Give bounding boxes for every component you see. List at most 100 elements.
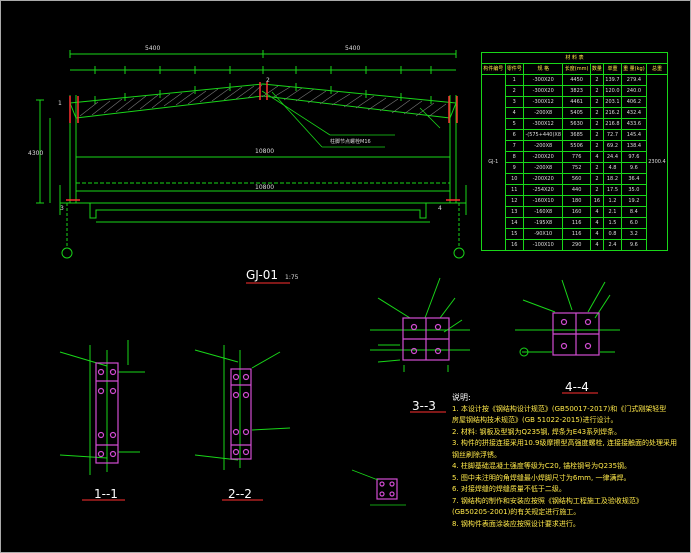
table-title: 材 料 表: [481, 52, 668, 64]
table-cell: 6.0: [620, 217, 647, 229]
table-cell: 2: [504, 85, 524, 97]
span-dim-top: 10800: [255, 148, 275, 155]
table-header-cell: 长度(mm): [562, 63, 591, 75]
section-label-3-3: 3--3: [412, 399, 436, 413]
table-cell: 240.0: [620, 85, 647, 97]
node-label-2: 2: [266, 77, 270, 84]
note-line: 3. 构件的拼接连接采用10.9级摩擦型高强度螺栓, 连接接触面的处理采用: [452, 439, 677, 447]
table-cell: -200X8: [522, 140, 564, 152]
table-cell: 10: [504, 173, 524, 185]
note-line: 钢丝刷除浮锈。: [452, 450, 501, 459]
table-cell: 139.7: [603, 74, 622, 86]
section-label-4-4: 4--4: [565, 380, 589, 394]
table-cell: 560: [562, 173, 591, 185]
table-cell: 203.1: [603, 96, 622, 108]
table-cell: 776: [562, 151, 591, 163]
table-cell: 4: [589, 206, 605, 218]
table-cell: 216.2: [603, 107, 622, 119]
table-cell: 440: [562, 184, 591, 196]
table-cell: 3823: [562, 85, 591, 97]
table-cell: -200X20: [522, 173, 564, 185]
table-cell: 19.2: [620, 195, 647, 207]
section-3-3: [370, 277, 470, 372]
table-header-cell: 总重: [645, 63, 669, 75]
note-line: 8. 钢构件表面涂装应按照设计要求进行。: [452, 519, 580, 528]
section-3-3-plates: [402, 317, 450, 361]
leader-note: 柱脚节点螺栓M16: [330, 139, 371, 145]
table-cell: 290: [562, 239, 591, 251]
table-header-cell: 单重: [603, 63, 622, 75]
total-weight-cell: 2300.4: [645, 74, 669, 251]
table-cell: 16: [504, 239, 524, 251]
table-cell: 5630: [562, 118, 591, 130]
table-cell: 2: [589, 129, 605, 141]
table-cell: 14: [504, 217, 524, 229]
table-cell: 5506: [562, 140, 591, 152]
portal-frame-elevation: [36, 50, 467, 259]
table-cell: 5: [504, 118, 524, 130]
table-cell: 2: [589, 173, 605, 185]
table-cell: 2: [589, 162, 605, 174]
table-title-row: 材 料 表: [481, 52, 668, 64]
table-cell: 2: [589, 96, 605, 108]
table-cell: -160X10: [522, 195, 564, 207]
node-label-4: 4: [438, 205, 442, 212]
table-header-cell: 构件编号: [481, 63, 506, 75]
table-cell: 2: [589, 85, 605, 97]
table-cell: 36.4: [620, 173, 647, 185]
table-cell: 69.2: [603, 140, 622, 152]
table-cell: 9: [504, 162, 524, 174]
table-cell: 24.4: [603, 151, 622, 163]
table-cell: 160: [562, 206, 591, 218]
dim-top-left: 5400: [145, 45, 161, 52]
leaders: [261, 90, 441, 148]
table-cell: 12: [504, 195, 524, 207]
table-cell: 279.4: [620, 74, 647, 86]
table-cell: -200X8: [522, 107, 564, 119]
table-cell: 1.2: [603, 195, 622, 207]
table-cell: 8: [504, 151, 524, 163]
table-cell: 2: [589, 118, 605, 130]
table-cell: 752: [562, 162, 591, 174]
table-header-cell: 数量: [589, 63, 605, 75]
table-cell: -300X12: [522, 118, 564, 130]
table-cell: 4: [589, 228, 605, 240]
table-cell: -300X12: [522, 96, 564, 108]
section-label-2-2: 2--2: [228, 487, 252, 501]
table-cell: 8.4: [620, 206, 647, 218]
table-cell: 2: [589, 74, 605, 86]
note-line: (GB50205-2001)的有关规定进行施工。: [452, 508, 581, 516]
table-cell: 406.2: [620, 96, 647, 108]
table-cell: 1.5: [603, 217, 622, 229]
table-cell: 7: [504, 140, 524, 152]
table-cell: -100X10: [522, 239, 564, 251]
table-cell: -200X20: [522, 151, 564, 163]
table-cell: 145.4: [620, 129, 647, 141]
table-cell: 116: [562, 228, 591, 240]
table-cell: 2.1: [603, 206, 622, 218]
note-line: 6. 对接焊缝的焊缝质量不低于二级。: [452, 485, 566, 493]
table-cell: 16: [589, 195, 605, 207]
table-cell: 2: [589, 140, 605, 152]
table-header-cell: 重 量(kg): [620, 63, 647, 75]
table-cell: 4: [504, 107, 524, 119]
section-label-1-1: 1--1: [94, 487, 118, 501]
table-cell: 2.4: [603, 239, 622, 251]
dim-top-right: 5400: [345, 45, 361, 52]
table-cell: 116: [562, 217, 591, 229]
table-cell: 4: [589, 217, 605, 229]
table-cell: 120.0: [603, 85, 622, 97]
table-cell: -300X20: [522, 85, 564, 97]
